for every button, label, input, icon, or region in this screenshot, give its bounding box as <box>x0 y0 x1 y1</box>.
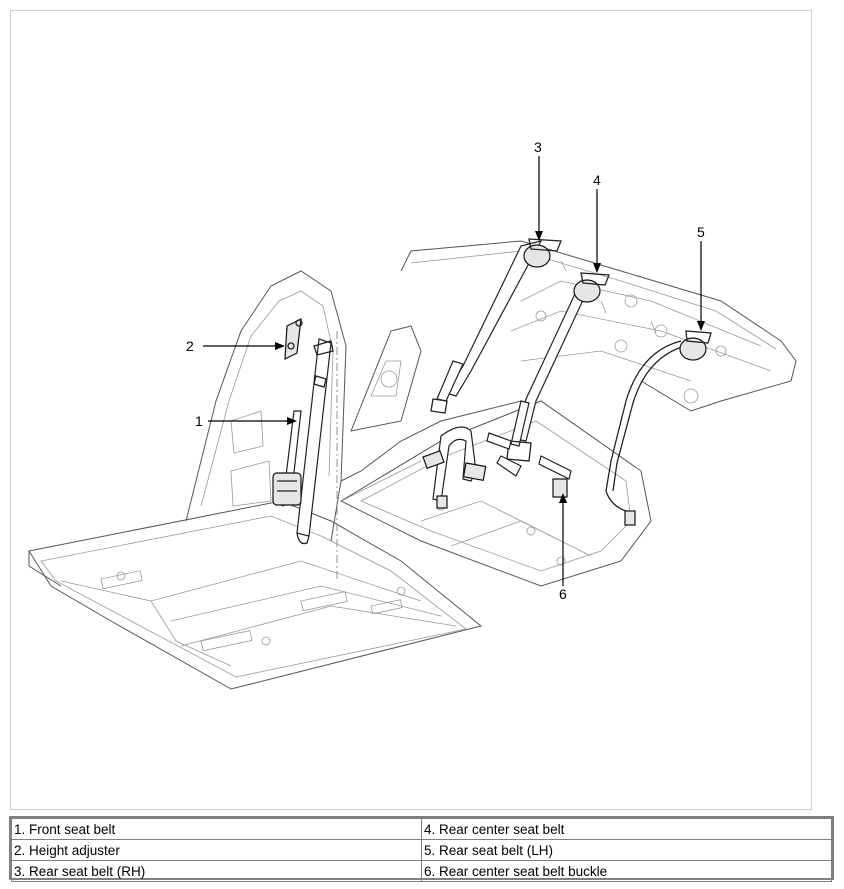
height-adjuster <box>284 317 303 361</box>
callout-5: 5 <box>697 224 705 240</box>
legend-row: 1. Front seat belt 4. Rear center seat b… <box>11 818 832 840</box>
rear-buckles <box>422 426 572 509</box>
rear-floor <box>339 240 797 587</box>
legend-table: 1. Front seat belt 4. Rear center seat b… <box>9 816 834 882</box>
legend-item-front-seat-belt: 1. Front seat belt <box>11 818 422 840</box>
rear-seat-belt-rh <box>430 238 562 414</box>
callout-arrows <box>203 156 705 586</box>
rear-center-seat-belt <box>506 272 610 462</box>
legend-item-rear-center-buckle: 6. Rear center seat belt buckle <box>421 860 832 882</box>
legend-item-rear-seat-belt-rh: 3. Rear seat belt (RH) <box>11 860 422 882</box>
callout-2: 2 <box>186 338 194 354</box>
front-floor-pan <box>28 500 483 690</box>
side-pillar <box>185 270 522 542</box>
callout-6: 6 <box>559 586 567 602</box>
callout-3: 3 <box>534 139 542 155</box>
rear-seat-belt-lh <box>605 330 712 526</box>
legend-row: 2. Height adjuster 5. Rear seat belt (LH… <box>11 839 832 861</box>
legend-item-rear-seat-belt-lh: 5. Rear seat belt (LH) <box>421 839 832 861</box>
diagram-frame: 1 2 3 4 5 6 <box>10 10 812 810</box>
seat-belt-diagram <box>28 156 797 690</box>
legend-row: 3. Rear seat belt (RH) 6. Rear center se… <box>11 860 832 882</box>
front-seat-belt <box>272 338 334 545</box>
legend-item-rear-center-seat-belt: 4. Rear center seat belt <box>421 818 832 840</box>
callout-4: 4 <box>593 172 601 188</box>
legend-item-height-adjuster: 2. Height adjuster <box>11 839 422 861</box>
callout-1: 1 <box>195 413 203 429</box>
